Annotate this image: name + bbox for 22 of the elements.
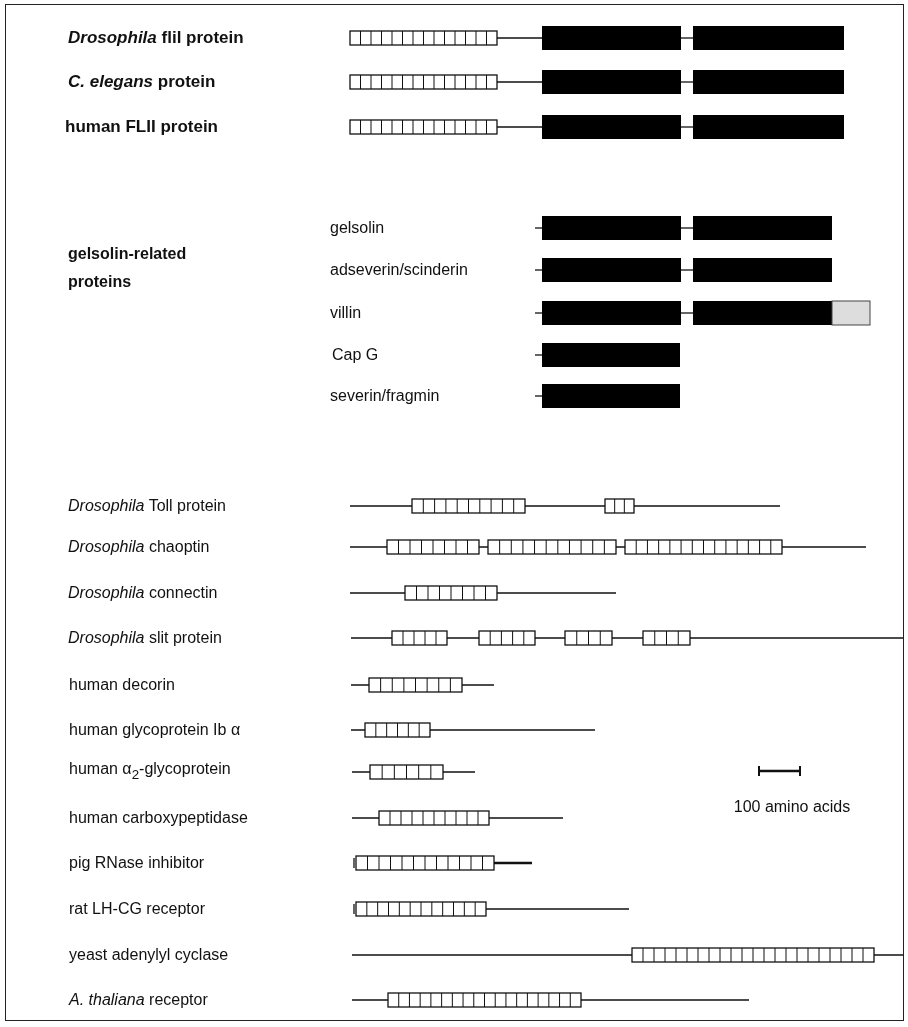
protein-name: human FLII protein [65, 117, 218, 137]
protein-name: Drosophila chaoptin [68, 537, 210, 557]
protein-name: Cap G [332, 345, 379, 365]
protein-name: yeast adenylyl cyclase [69, 945, 229, 965]
scale-label: 100 amino acids [732, 797, 852, 817]
protein-name: A. thaliana receptor [69, 990, 208, 1010]
protein-name: human decorin [69, 675, 175, 695]
protein-name: Drosophila slit protein [68, 628, 222, 648]
protein-name: villin [330, 303, 362, 323]
protein-name: C. elegans protein [68, 72, 216, 92]
protein-name: rat LH-CG receptor [69, 899, 206, 919]
protein-name: Drosophila Toll protein [68, 496, 226, 516]
protein-name: adseverin/scinderin [330, 260, 468, 280]
protein-name: Drosophila flil protein [68, 28, 244, 48]
protein-name: gelsolin [330, 218, 385, 238]
protein-name: pig RNase inhibitor [69, 853, 205, 873]
protein-name: human carboxypeptidase [69, 808, 248, 828]
group-label: gelsolin-related proteins [68, 244, 188, 292]
protein-name: human α$_{2}$-glycoprotein [69, 759, 231, 784]
protein-name: Drosophila connectin [68, 583, 218, 603]
protein-name: human glycoprotein Ib α [69, 720, 241, 740]
protein-name: severin/fragmin [330, 386, 440, 406]
